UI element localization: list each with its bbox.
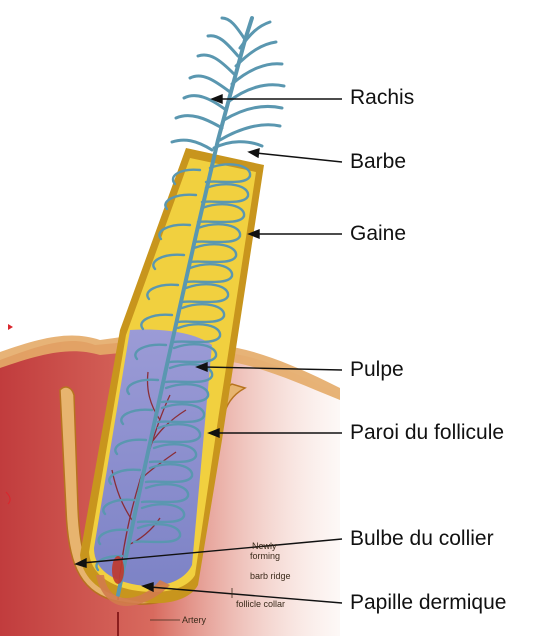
label-gaine: Gaine <box>350 223 406 244</box>
small-label-follicle-collar: follicle collar <box>236 600 285 609</box>
label-rachis: Rachis <box>350 87 414 108</box>
feather-tip-barbs <box>172 18 284 150</box>
label-pulpe: Pulpe <box>350 359 404 380</box>
label-barbe: Barbe <box>350 151 406 172</box>
label-bulbe-du-collier: Bulbe du collier <box>350 528 494 549</box>
edge-mark <box>8 324 13 330</box>
small-label-barb-ridge: barb ridge <box>250 572 291 581</box>
small-label-forming: forming <box>250 552 280 561</box>
label-papille-dermique: Papille dermique <box>350 592 506 613</box>
small-label-artery: Artery <box>182 616 206 625</box>
label-paroi-du-follicule: Paroi du follicule <box>350 422 504 443</box>
